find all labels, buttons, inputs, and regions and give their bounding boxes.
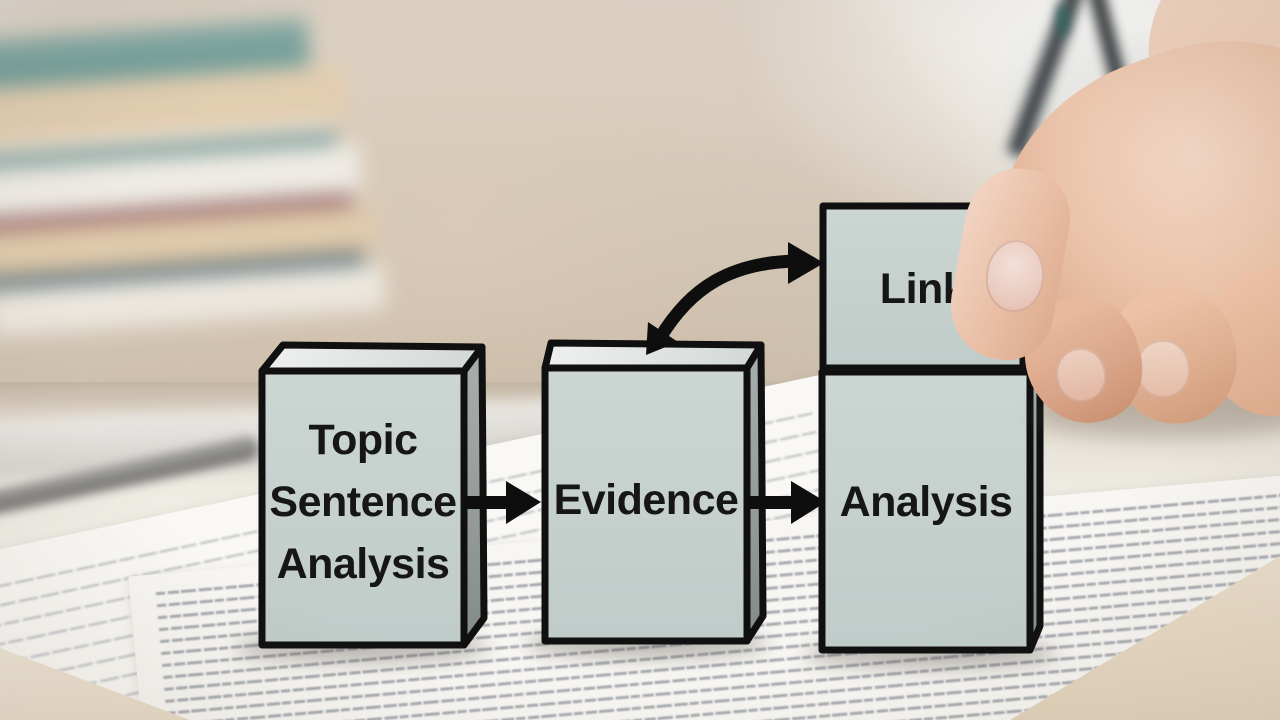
- block-analysis: Analysis: [818, 356, 1044, 654]
- curved-arrow-evidence-link: [646, 242, 824, 355]
- evidence-label: Evidence: [554, 476, 739, 524]
- block-evidence: Evidence: [541, 339, 767, 645]
- analysis-label: Analysis: [840, 478, 1013, 526]
- topic-label-line1: Topic: [309, 416, 418, 464]
- block-topic-sentence-analysis: Topic Sentence Analysis: [258, 341, 488, 649]
- arrow-topic-to-evidence: [464, 481, 541, 524]
- topic-label-line3: Analysis: [277, 540, 450, 588]
- arrow-evidence-to-analysis: [749, 481, 826, 524]
- pen-clip: [1058, 6, 1068, 34]
- topic-label-line2: Sentence: [269, 478, 456, 526]
